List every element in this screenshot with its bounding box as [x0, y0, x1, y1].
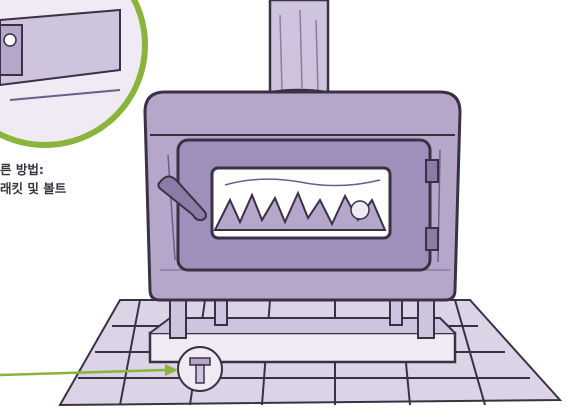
caption-line-1: 른 방법: — [0, 160, 66, 179]
detail-zoom-circle — [0, 0, 145, 145]
bolt-detail-circle — [178, 347, 222, 391]
caption-text: 른 방법: 래킷 및 볼트 — [0, 160, 66, 198]
fire-window — [212, 168, 390, 238]
caption-line-2: 래킷 및 볼트 — [0, 179, 66, 198]
chimney-pipe — [259, 0, 339, 106]
